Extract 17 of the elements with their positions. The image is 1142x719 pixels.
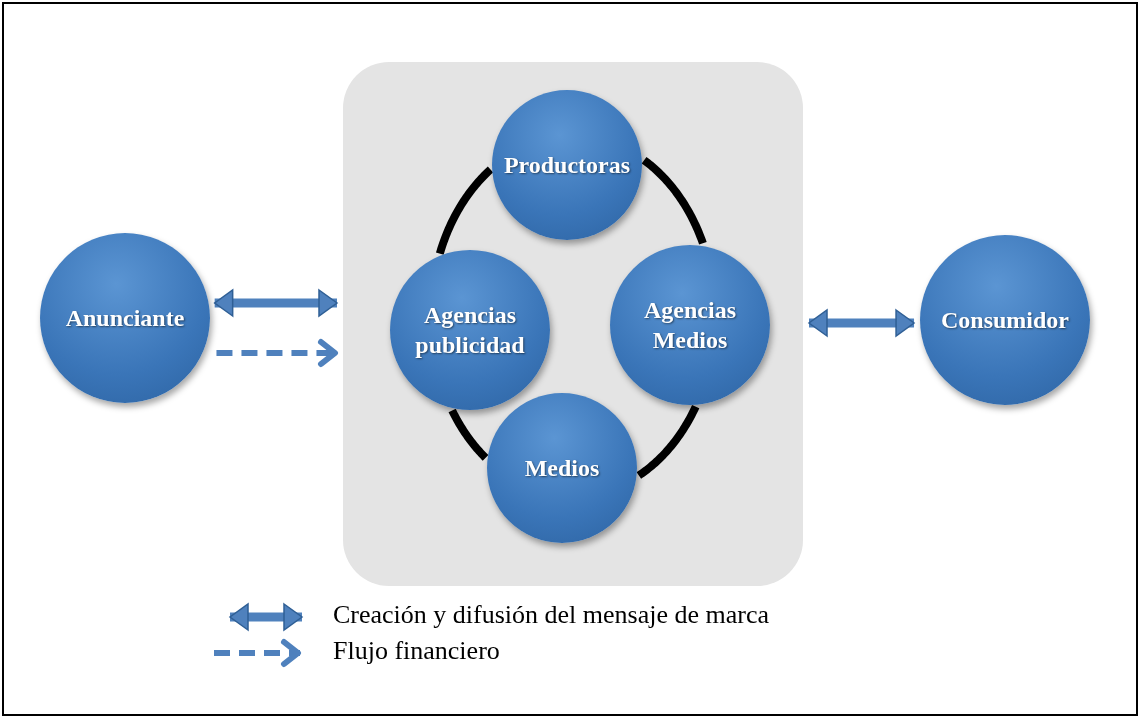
circle-node [487, 393, 637, 543]
ring-line [448, 408, 489, 461]
ring-line [436, 166, 494, 256]
node-label: Anunciante [65, 304, 185, 333]
double-arrow [213, 289, 338, 317]
node-label: Agencias publicidad [414, 301, 526, 360]
dashed-arrow [216, 339, 338, 367]
node-label: Productoras [503, 151, 631, 180]
ring-line [641, 157, 707, 245]
node-label: Medios [524, 454, 600, 483]
node-label: Agencias Medios [643, 296, 737, 355]
group-panel [343, 62, 803, 586]
legend-text: Creación y difusión del mensaje de marca [333, 600, 770, 630]
legend-text: Flujo financiero [333, 636, 500, 666]
double-arrow [808, 309, 915, 337]
ring-line [636, 404, 700, 479]
node-label: Consumidor [941, 306, 1069, 335]
